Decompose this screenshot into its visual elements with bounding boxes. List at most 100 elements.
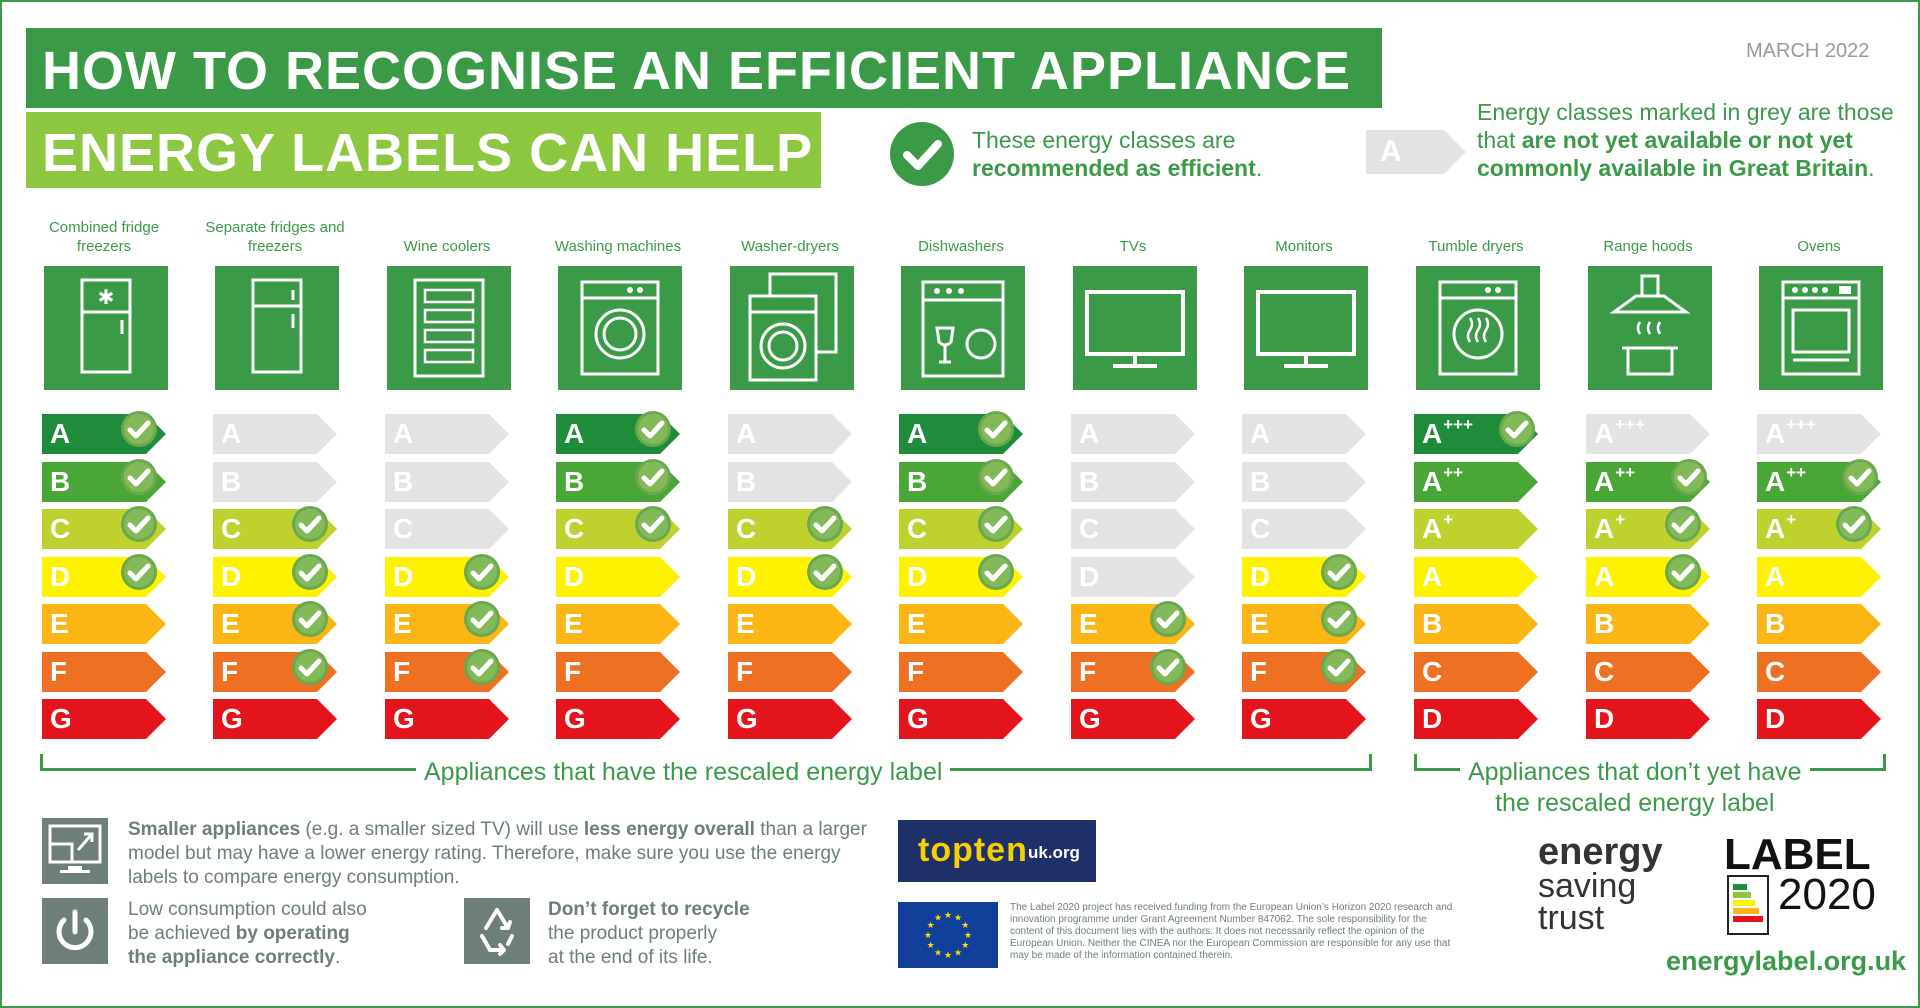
svg-text:★: ★ xyxy=(954,914,962,924)
energy-class-text: D xyxy=(1250,560,1271,592)
energy-class-band: B xyxy=(385,461,511,502)
energy-class-text: G xyxy=(1250,703,1272,734)
energy-class-band: E xyxy=(213,601,339,644)
energy-class-band: D xyxy=(1242,553,1368,597)
washer-dryer-icon xyxy=(730,266,854,390)
energy-class-text: A+ xyxy=(1765,510,1797,545)
energy-class-letter: C xyxy=(1250,511,1270,547)
wine-cooler-icon xyxy=(387,266,511,390)
energy-class-band: G xyxy=(728,699,854,739)
energy-class-band: F xyxy=(1071,648,1197,692)
energy-class-text: A xyxy=(907,418,928,449)
energy-class-letter: A+++ xyxy=(1765,416,1816,452)
grey-legend-text: Energy classes marked in grey are those … xyxy=(1477,99,1894,181)
svg-text:★: ★ xyxy=(934,914,942,924)
energy-class-text: E xyxy=(393,608,412,639)
energy-class-text: A+ xyxy=(1422,510,1454,545)
tumble-dryer-icon xyxy=(1416,266,1540,390)
svg-text:★: ★ xyxy=(934,948,942,958)
appliance-name: Combined fridge freezers xyxy=(48,219,160,255)
energy-class-letter: D xyxy=(736,559,756,595)
main-title: HOW TO RECOGNISE AN EFFICIENT APPLIANCE xyxy=(42,41,1352,101)
energy-class-text: B xyxy=(1422,608,1443,639)
energy-class-letter: A xyxy=(736,416,756,452)
recommended-check-icon xyxy=(890,122,954,186)
energy-class-text: B xyxy=(50,465,71,497)
energy-class-text: C xyxy=(736,513,757,544)
energy-class-text: A xyxy=(1250,418,1271,449)
energy-class-band: F xyxy=(899,651,1025,692)
dishwasher-icon xyxy=(901,266,1025,390)
energy-class-band: G xyxy=(213,699,339,739)
energy-class-text: F xyxy=(907,655,925,687)
energy-class-band: A xyxy=(1242,414,1368,454)
energy-class-letter: C xyxy=(1079,511,1099,547)
energy-class-band: A++ xyxy=(1757,458,1883,502)
energy-class-letter: G xyxy=(1079,701,1101,737)
energy-class-letter: A+ xyxy=(1422,511,1453,547)
energy-class-band: D xyxy=(556,556,682,597)
energy-class-letter: C xyxy=(1594,654,1614,690)
energy-class-text: C xyxy=(1765,655,1786,687)
range-hood-icon xyxy=(1588,266,1712,390)
energy-class-text: B xyxy=(564,465,585,497)
energy-class-text: E xyxy=(1250,608,1269,639)
energy-class-letter: B xyxy=(1422,606,1442,642)
energy-class-letter: B xyxy=(1765,606,1785,642)
energy-class-text: F xyxy=(393,655,411,687)
energy-class-letter: A xyxy=(50,416,70,452)
energy-class-band: F xyxy=(42,651,168,692)
energy-class-band: F xyxy=(556,651,682,692)
energy-class-text: A+++ xyxy=(1422,415,1474,450)
appliance-name: Washing machines xyxy=(554,238,682,255)
energy-class-letter: F xyxy=(1250,654,1267,690)
energy-class-band: C xyxy=(728,506,854,549)
energy-class-text: F xyxy=(564,655,582,687)
grey-example-letter: A xyxy=(1380,135,1402,168)
energy-class-band: A++ xyxy=(1414,461,1540,502)
energy-class-letter: C xyxy=(1765,654,1785,690)
energy-class-letter: B xyxy=(221,464,241,500)
fridge-icon xyxy=(215,266,339,390)
svg-text:★: ★ xyxy=(944,951,952,961)
svg-text:★: ★ xyxy=(961,941,969,951)
energy-class-letter: D xyxy=(221,559,241,595)
energy-class-text: G xyxy=(1079,703,1101,734)
energy-class-letter: C xyxy=(736,511,756,547)
energy-class-band: E xyxy=(728,604,854,644)
energy-class-band: E xyxy=(42,604,168,644)
svg-text:★: ★ xyxy=(944,911,952,921)
energy-class-text: A xyxy=(736,418,757,449)
energy-class-text: A xyxy=(564,418,585,449)
energy-class-band: B xyxy=(1757,604,1883,644)
energy-class-band: A+ xyxy=(1757,506,1883,549)
energy-class-band: A xyxy=(1414,556,1540,597)
energy-class-letter: B xyxy=(736,464,756,500)
energy-class-band: E xyxy=(1071,601,1197,644)
energy-class-letter: F xyxy=(564,654,581,690)
energy-class-band: G xyxy=(385,699,511,739)
energy-class-band: D xyxy=(1586,699,1712,739)
energy-class-text: G xyxy=(907,703,929,734)
energy-class-text: A xyxy=(1422,560,1443,592)
energy-class-letter: D xyxy=(1250,559,1270,595)
energy-class-band: C xyxy=(213,506,339,549)
energy-class-letter: E xyxy=(907,606,926,642)
energy-class-band: A xyxy=(728,414,854,454)
energy-class-band: A xyxy=(385,414,511,454)
energy-class-letter: B xyxy=(393,464,413,500)
energy-class-text: C xyxy=(1079,513,1100,544)
energy-class-text: G xyxy=(221,703,243,734)
energy-class-text: B xyxy=(1765,608,1786,639)
recommended-legend-text: These energy classes are recommended as … xyxy=(972,127,1263,181)
energy-class-text: A++ xyxy=(1765,462,1807,497)
energy-class-band: A xyxy=(1757,556,1883,597)
washing-machine-icon xyxy=(558,266,682,390)
energy-class-letter: G xyxy=(50,701,72,737)
energy-class-band: C xyxy=(1071,509,1197,549)
energy-class-band: D xyxy=(213,553,339,597)
appliance-name: Dishwashers xyxy=(918,238,1004,255)
energy-class-letter: C xyxy=(907,511,927,547)
energy-class-text: B xyxy=(1250,465,1271,497)
